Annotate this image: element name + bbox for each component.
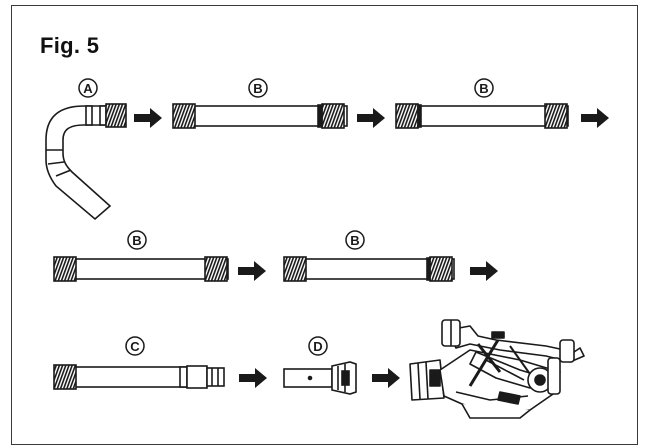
label-b-4: B: [345, 230, 365, 250]
part-c-end-tube: [53, 364, 225, 390]
label-d: D: [308, 336, 328, 356]
part-d-connector: [283, 361, 357, 395]
label-b-1: B: [248, 78, 268, 98]
label-b-1-text: B: [253, 81, 262, 96]
label-b-3: B: [127, 230, 147, 250]
part-b-tube-2: [395, 103, 569, 129]
label-c: C: [125, 336, 145, 356]
label-b-2-text: B: [479, 81, 488, 96]
right-arrow-icon: [372, 368, 400, 388]
label-c-text: C: [130, 339, 140, 354]
right-arrow-icon: [134, 108, 162, 128]
label-b-3-text: B: [132, 233, 141, 248]
label-d-text: D: [313, 339, 322, 354]
figure-title: Fig. 5: [40, 33, 100, 58]
label-b-4-text: B: [350, 233, 359, 248]
part-b-tube-3: [53, 256, 229, 282]
right-arrow-icon: [470, 261, 498, 281]
right-arrow-icon: [239, 368, 267, 388]
part-b-tube-4: [283, 256, 455, 282]
right-arrow-icon: [238, 261, 266, 281]
part-a-elbow-tube: [45, 103, 127, 221]
part-b-tube-1: [172, 103, 348, 129]
label-a: A: [78, 78, 98, 98]
right-arrow-icon: [357, 108, 385, 128]
right-arrow-icon: [581, 108, 609, 128]
label-b-2: B: [474, 78, 494, 98]
label-a-text: A: [83, 81, 93, 96]
floor-nozzle-head: [409, 319, 585, 419]
